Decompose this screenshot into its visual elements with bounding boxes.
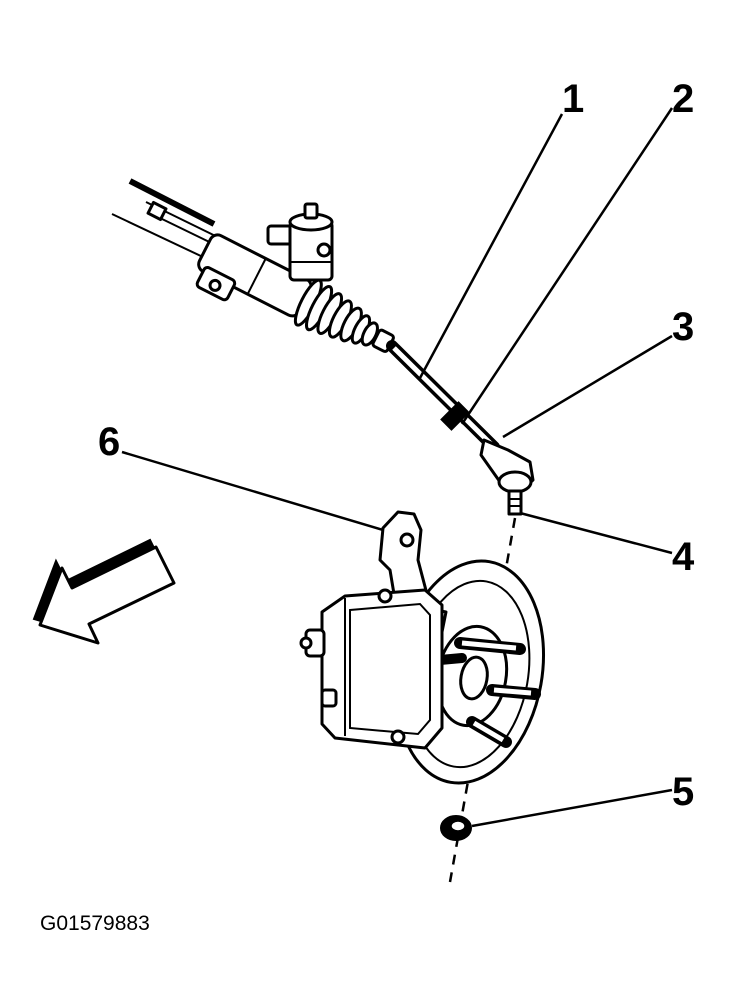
mount-bolt xyxy=(208,278,222,292)
callout-3: 3 xyxy=(672,305,694,349)
leader-line-2 xyxy=(460,107,674,425)
inner-tie-rod xyxy=(392,346,494,447)
nut-bore xyxy=(450,820,466,832)
callout-2: 2 xyxy=(672,77,694,121)
callout-4: 4 xyxy=(672,535,695,579)
front-direction-arrow-icon xyxy=(32,538,176,645)
leader-line-3 xyxy=(502,334,673,439)
figure-id: G01579883 xyxy=(40,912,150,935)
line-clamp xyxy=(146,200,168,222)
caliper-bolt xyxy=(390,729,406,745)
leader-line-4 xyxy=(519,511,673,555)
leader-line-1 xyxy=(418,113,564,379)
hub-center-bore xyxy=(459,655,489,701)
callout-1: 1 xyxy=(562,77,584,121)
tie-rod-assembly xyxy=(386,340,535,516)
leader-line-6 xyxy=(121,450,384,532)
knuckle-hub-assembly xyxy=(299,510,546,785)
jam-nut xyxy=(440,401,470,431)
steering-gear xyxy=(111,178,395,353)
caliper-inner-outline xyxy=(349,602,431,736)
callout-5: 5 xyxy=(672,770,694,814)
valve-port xyxy=(316,242,332,258)
wheel-stud xyxy=(493,687,532,696)
arrow-body xyxy=(38,545,176,645)
caliper-lower-fitting xyxy=(320,688,338,708)
brake-caliper xyxy=(320,588,444,750)
ball-stud xyxy=(507,489,523,516)
bleeder-screw xyxy=(299,636,313,650)
callout-6: 6 xyxy=(98,420,120,464)
rack-housing-group xyxy=(195,233,395,353)
valve-top-fitting xyxy=(303,202,319,220)
caliper-bolt xyxy=(377,588,393,604)
wheel-stud xyxy=(472,720,505,743)
wheel-stud-outline xyxy=(435,653,467,665)
mounting-bracket-bar xyxy=(128,178,216,227)
tie-rod-end-hole xyxy=(399,532,415,548)
wheel-stud xyxy=(461,640,517,651)
ball-joint-boot xyxy=(497,470,533,494)
housing-seam xyxy=(246,258,267,295)
leader-line-5 xyxy=(471,788,673,828)
